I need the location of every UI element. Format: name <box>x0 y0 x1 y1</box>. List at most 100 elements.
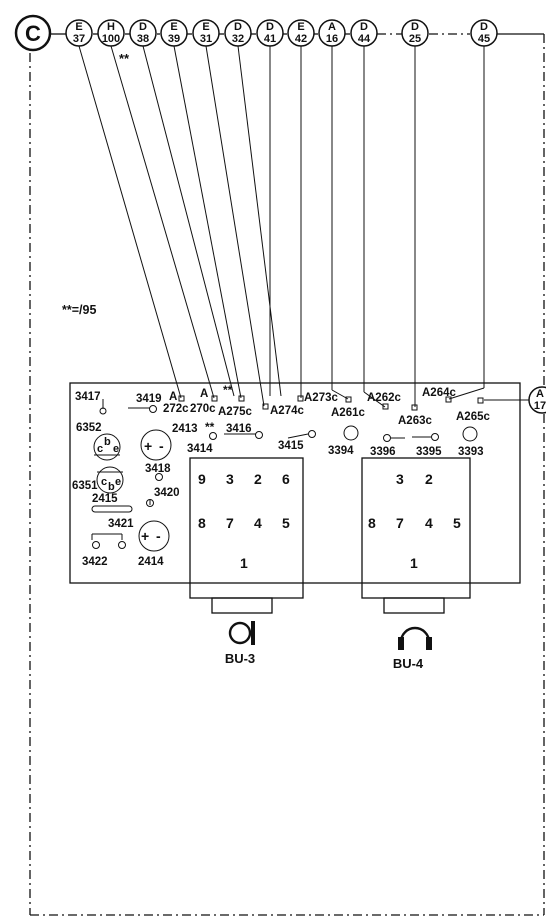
connector-d45-bottom: 45 <box>478 33 490 45</box>
test-point-square <box>382 403 389 410</box>
test-point-label: A261c <box>331 407 365 419</box>
bu3-pin: 3 <box>226 471 234 487</box>
connector-d38: D 38 <box>129 19 157 47</box>
test-point-label: A274c <box>270 405 304 417</box>
transistor-pin-label: b <box>104 436 111 448</box>
test-point-square <box>345 396 352 403</box>
note-marker-board: ** <box>223 383 233 397</box>
connector-d32-top: D <box>234 21 242 33</box>
capacitor-2413: + - <box>140 429 172 461</box>
bu3-pin: 4 <box>254 515 262 531</box>
bu4-pin: 3 <box>396 471 404 487</box>
connector-e39-top: E <box>170 21 177 33</box>
bu4-pin: 8 <box>368 515 376 531</box>
connector-d45-top: D <box>480 21 488 33</box>
connector-d41-top: D <box>266 21 274 33</box>
connector-a17: A 17 <box>528 386 546 414</box>
note-text: **=/95 <box>62 303 96 317</box>
polarity-plus: + <box>141 528 149 544</box>
connector-a16-top: A <box>328 21 336 33</box>
test-point-square <box>477 397 484 404</box>
transistor-pin-label: b <box>108 481 115 493</box>
connector-d25-top: D <box>411 21 419 33</box>
transistor-6351: c b e <box>96 466 124 494</box>
polarity-minus: - <box>156 528 161 544</box>
test-point-square <box>262 403 269 410</box>
test-point-label: A275c <box>218 406 252 418</box>
frame-border <box>29 33 545 916</box>
transistor-pin-label: c <box>97 443 103 455</box>
bu3-pin: 6 <box>282 471 290 487</box>
connector-h100-bottom: 100 <box>102 33 120 45</box>
component-label: 3396 <box>370 446 396 458</box>
test-point-label: A262c <box>367 392 401 404</box>
socket-bu3: 9 3 2 6 8 7 4 5 1 BU-3 <box>189 457 304 666</box>
bu4-pin: 4 <box>425 515 433 531</box>
test-point-square <box>411 404 418 411</box>
connector-d45: D 45 <box>470 19 498 47</box>
socket-label: BU-3 <box>225 651 255 666</box>
connector-d32: D 32 <box>224 19 252 47</box>
connector-d41-bottom: 41 <box>264 33 276 45</box>
bu3-pin: 5 <box>282 515 290 531</box>
transistor-pin-label: e <box>115 476 121 488</box>
component-label: 3417 <box>75 391 101 403</box>
connector-e39: E 39 <box>160 19 188 47</box>
test-point-square <box>297 395 304 402</box>
connector-d41: D 41 <box>256 19 284 47</box>
connector-d44-bottom: 44 <box>358 33 371 45</box>
connector-d38-top: D <box>139 21 147 33</box>
polarity-minus: - <box>159 438 164 454</box>
test-point-label: A <box>169 391 177 403</box>
connector-e42-bottom: 42 <box>295 33 307 45</box>
bu4-pin: 7 <box>396 515 404 531</box>
test-points <box>178 395 484 411</box>
connector-d32-bottom: 32 <box>232 33 244 45</box>
test-point-label: A273c <box>304 392 338 404</box>
connector-e37-top: E <box>75 21 82 33</box>
component-label: 3415 <box>278 440 304 452</box>
components: 3417 3419 6352 c b e + - 2413 3416 3414 … <box>72 391 484 568</box>
test-point-label: A263c <box>398 415 432 427</box>
bu3-pin: 8 <box>198 515 206 531</box>
bu4-pin: 2 <box>425 471 433 487</box>
connector-row: E 37 H 100 D 38 E 39 E 31 D 32 <box>65 19 498 47</box>
connector-h100: H 100 <box>97 19 125 47</box>
connector-a17-top: A <box>536 388 544 400</box>
connector-d38-bottom: 38 <box>137 33 149 45</box>
transistor-6352: c b e <box>93 433 121 461</box>
test-point-label: A264c <box>422 387 456 399</box>
capacitor-2414: + - <box>138 520 170 552</box>
component-label: 3416 <box>226 423 252 435</box>
component-label: 6351 <box>72 480 98 492</box>
component-label: 2414 <box>138 556 164 568</box>
bu3-pin: 9 <box>198 471 206 487</box>
test-point-label: A265c <box>456 411 490 423</box>
connector-e31-top: E <box>202 21 209 33</box>
connector-h100-top: H <box>107 21 115 33</box>
test-point-square <box>445 396 452 403</box>
component-label: 3414 <box>187 443 213 455</box>
component-label: 2413 <box>172 423 198 435</box>
component-label: 2415 <box>92 493 118 505</box>
bu3-pin: 7 <box>226 515 234 531</box>
connector-e37: E 37 <box>65 19 93 47</box>
component-label: 3393 <box>458 446 484 458</box>
test-point-square <box>238 395 245 402</box>
component-label: 3419 <box>136 393 162 405</box>
bu3-pin: 2 <box>254 471 262 487</box>
component-label: 3395 <box>416 446 442 458</box>
test-point-label: 270c <box>190 403 216 415</box>
transistor-pin-label: e <box>113 443 119 455</box>
component-label: 3394 <box>328 445 354 457</box>
sheet-tag: C <box>14 14 52 52</box>
component-label: 3422 <box>82 556 108 568</box>
connector-e31-bottom: 31 <box>200 33 212 45</box>
connector-e42-top: E <box>297 21 304 33</box>
socket-bu4: 3 2 8 7 4 5 1 BU-4 <box>361 457 471 671</box>
pcb-outline <box>69 382 521 584</box>
connector-e39-bottom: 39 <box>168 33 180 45</box>
test-point-square <box>178 395 185 402</box>
connector-a16-bottom: 16 <box>326 33 338 45</box>
sheet-tag-letter: C <box>25 21 41 46</box>
